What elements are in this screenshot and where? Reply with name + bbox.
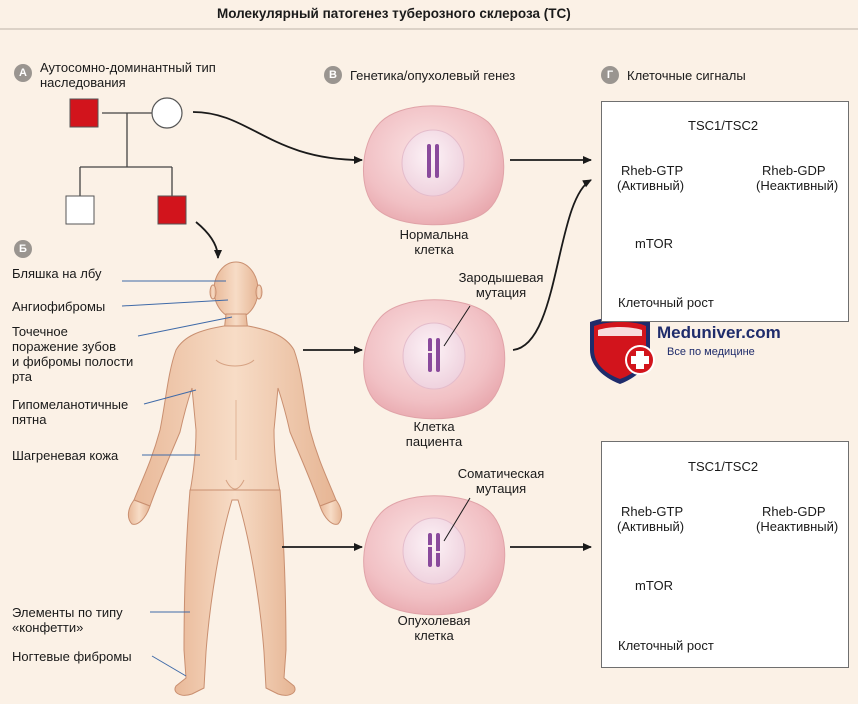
body-label-confetti-1: Элементы по типу [12, 605, 123, 620]
somatic-mutation-label-2: мутация [475, 481, 527, 496]
signaling-box-normal [601, 101, 849, 322]
top-rheb-gdp-state: (Неактивный) [756, 178, 839, 193]
page-title: Молекулярный патогенез туберозного склер… [217, 6, 571, 21]
patient-cell [363, 299, 506, 420]
arrow-to-normal-cell [192, 111, 363, 164]
body-label-hypomelanotic-2: пятна [12, 412, 47, 427]
body-label-shagreen: Шагреневая кожа [12, 448, 119, 463]
body-label-angiofibromas: Ангиофибромы [12, 299, 106, 314]
section-g-label: Клеточные сигналы [627, 68, 746, 83]
section-a-label-2: наследования [40, 75, 126, 90]
section-badge-a: А [14, 64, 32, 82]
affected-father-square [69, 98, 99, 128]
germline-mutation-label-1: Зародышевая [458, 270, 544, 285]
body-pointer-lines [121, 280, 233, 677]
body-label-forehead-plaque: Бляшка на лбу [12, 266, 102, 281]
germline-mutation-label-2: мутация [475, 285, 527, 300]
top-mtor: mTOR [635, 236, 674, 251]
somatic-mutation-label-1: Соматическая [457, 466, 545, 481]
logo-name: Meduniver.com [657, 323, 781, 342]
body-label-dental-1: Точечное [12, 324, 68, 339]
tumor-cell [363, 495, 506, 616]
body-label-dental-2: поражение зубов [12, 339, 116, 354]
pedigree-chart [65, 97, 222, 259]
logo-tagline: Все по медицине [667, 346, 755, 358]
tumor-cell-caption-2: клетка [414, 628, 454, 643]
section-badge-g: Г [601, 66, 619, 84]
top-cell-growth: Клеточный рост [618, 295, 714, 310]
unaffected-son-square [65, 195, 95, 225]
normal-cell-caption-1: Нормальна [399, 227, 469, 242]
signaling-box-tumor [601, 441, 849, 668]
bottom-rheb-gdp-state: (Неактивный) [756, 519, 839, 534]
patient-cell-caption-2: пациента [405, 434, 463, 449]
mother-circle [151, 97, 183, 129]
section-a-label: Аутосомно-доминантный тип [40, 60, 216, 75]
body-label-confetti-2: «конфетти» [12, 620, 84, 635]
meduniver-shield-icon [590, 316, 655, 384]
top-tsc-complex: TSC1/TSC2 [688, 118, 759, 133]
body-label-hypomelanotic-1: Гипомеланотичные [12, 397, 129, 412]
normal-cell-caption-2: клетка [414, 242, 454, 257]
bottom-cell-growth: Клеточный рост [618, 638, 714, 653]
bottom-rheb-gtp: Rheb-GTP [621, 504, 684, 519]
bottom-rheb-gtp-state: (Активный) [617, 519, 685, 534]
tumor-cell-caption-1: Опухолевая [397, 613, 471, 628]
bottom-tsc-complex: TSC1/TSC2 [688, 459, 759, 474]
body-label-dental-3: и фибромы полости [12, 354, 134, 369]
section-v-label: Генетика/опухолевый генез [350, 68, 516, 83]
arrow-patient-to-pathway [512, 179, 592, 351]
section-badge-v: В [324, 66, 342, 84]
top-rheb-gdp: Rheb-GDP [762, 163, 826, 178]
patient-cell-caption-1: Клетка [413, 419, 455, 434]
bottom-rheb-gdp: Rheb-GDP [762, 504, 826, 519]
body-label-nail-fibromas: Ногтевые фибромы [12, 649, 132, 664]
normal-cell [363, 105, 505, 226]
top-rheb-gtp-state: (Активный) [617, 178, 685, 193]
top-rheb-gtp: Rheb-GTP [621, 163, 684, 178]
affected-son-square [157, 195, 187, 225]
section-badge-b: Б [14, 240, 32, 258]
body-label-dental-4: рта [12, 369, 32, 384]
human-figure [127, 261, 343, 696]
bottom-mtor: mTOR [635, 578, 674, 593]
